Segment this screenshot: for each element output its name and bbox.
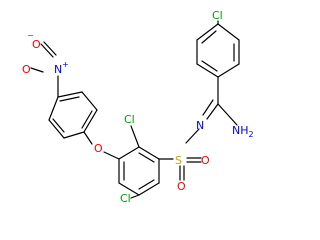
- dichlorophenyl-ring: [118, 146, 160, 196]
- bond-amidine-n-double-b: [202, 99, 214, 116]
- atom-nitro-n-charge: +: [62, 60, 69, 69]
- bond-ring-cl-upper: [130, 125, 140, 148]
- atom-nitro-o-charge: −: [27, 31, 34, 40]
- atom-ether-o: O: [94, 142, 103, 155]
- bond-nitro-o-b: [43, 41, 57, 56]
- bond-ring-ether: [103, 151, 120, 160]
- atom-amine-subscript: 2: [249, 130, 254, 139]
- bond-nitro-o-lower: [30, 67, 44, 73]
- atom-sulfonyl-n: N: [196, 119, 204, 132]
- atom-sulfonyl-o-right: O: [201, 154, 210, 167]
- bond-amidine-nh2: [217, 103, 238, 126]
- atom-amine: NH2: [232, 124, 254, 139]
- atom-cl-top-right: Cl: [212, 9, 223, 22]
- atom-cl-mid-lower: Cl: [120, 192, 131, 205]
- bond-ring-cl-lower: [130, 194, 140, 199]
- bond-ether-ring: [83, 131, 93, 145]
- structure-canvas: Cl O − N + O Cl N NH2 O S O O Cl: [22, 9, 254, 205]
- bond-n-s: [185, 128, 200, 144]
- atom-sulfur: S: [175, 154, 182, 167]
- chlorophenyl-ring: [196, 23, 240, 78]
- atom-nitro-o: O: [32, 38, 41, 51]
- nitrophenyl-ring: [48, 91, 98, 139]
- atom-sulfonyl-o-lower: O: [177, 180, 186, 193]
- atom-nitro-n: N: [54, 63, 62, 76]
- atom-nitro-o-lower: O: [22, 63, 31, 76]
- molecule-structure: Cl O − N + O Cl N NH2 O S O O Cl: [22, 9, 254, 205]
- bond-amidine-n-double-a: [206, 103, 219, 120]
- atom-cl-mid-upper: Cl: [124, 113, 135, 126]
- bond-nitro-o-a: [40, 43, 54, 58]
